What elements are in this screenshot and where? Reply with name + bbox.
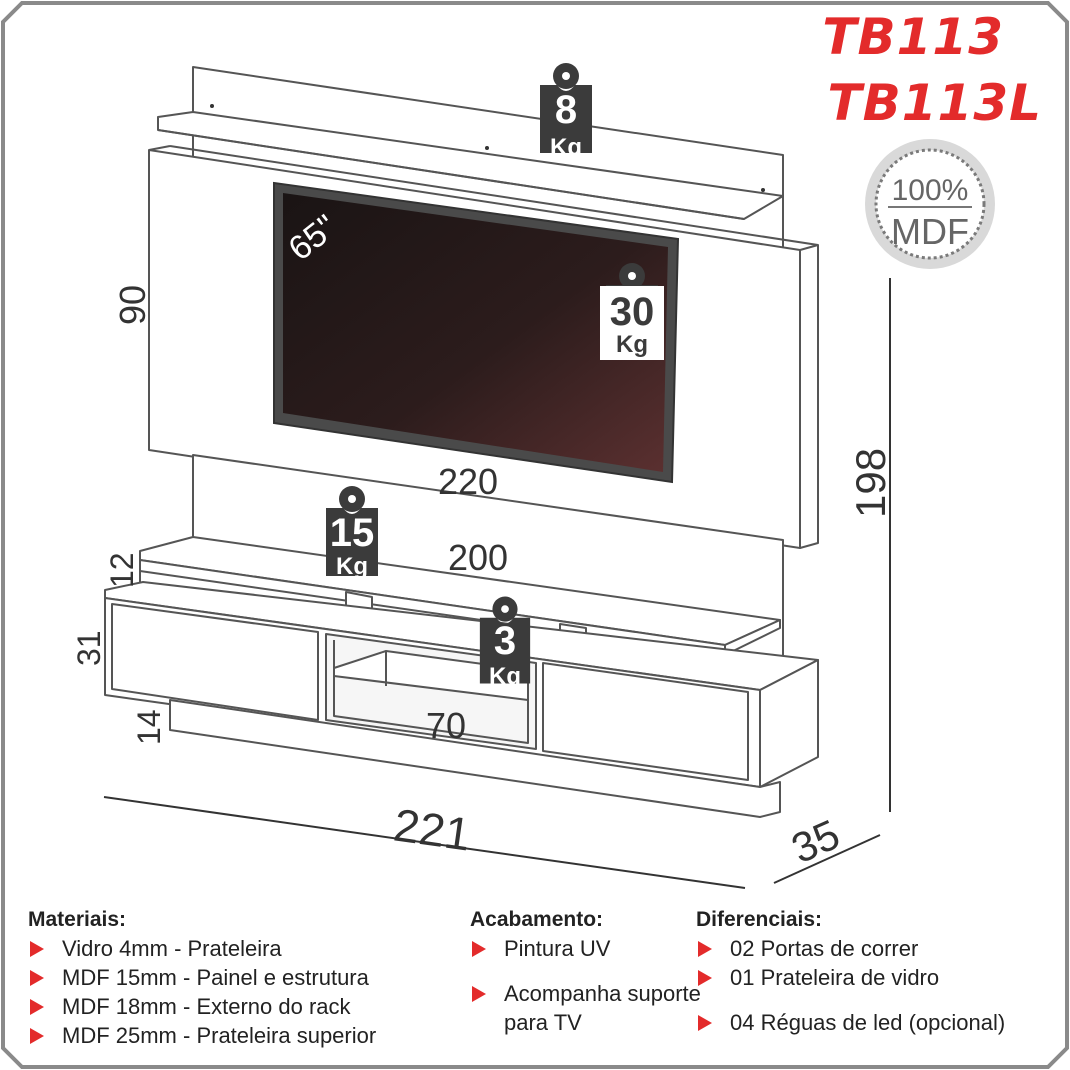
right-door: [542, 662, 749, 781]
mdf-badge: 100% MDF: [865, 139, 995, 269]
weight-top-value: 8: [555, 88, 577, 132]
panel-height-dim: 90: [112, 285, 153, 325]
rack-base: [169, 699, 781, 818]
depth-dim: 35: [785, 810, 847, 872]
weight-tag-top: 8 Kg: [540, 63, 592, 161]
weight-tag-middle: 15 Kg: [326, 486, 378, 580]
weight-glass-value: 3: [494, 619, 516, 663]
total-height-dim: 198: [847, 448, 894, 518]
top-shelf: [157, 111, 784, 220]
weight-tag-glass: 3 Kg: [479, 596, 531, 690]
left-door: [111, 603, 319, 721]
features-title: Diferenciais:: [696, 908, 823, 931]
badge-percent: 100%: [892, 174, 969, 207]
shelf-height-dim: 12: [104, 552, 140, 588]
front-panel-side: [799, 244, 819, 549]
finish-item: Acompanha suporte para TV: [470, 979, 704, 1037]
shelf-width-dim: 200: [448, 537, 508, 578]
features-section: Diferenciais: 02 Portas de correr 01 Pra…: [696, 905, 1005, 1037]
finish-title: Acabamento:: [470, 908, 604, 931]
badge-mdf: MDF: [891, 211, 969, 252]
weight-middle-unit: Kg: [336, 553, 368, 580]
finish-section: Acabamento: Pintura UV Acompanha suporte…: [470, 905, 704, 1037]
material-item: MDF 25mm - Prateleira superior: [28, 1021, 376, 1050]
model-code-2: TB113L: [827, 74, 1042, 132]
glass-shelf: [333, 650, 529, 701]
rack-height-dim: 31: [71, 630, 107, 666]
weight-tv-value: 30: [610, 290, 655, 334]
material-item: MDF 15mm - Painel e estrutura: [28, 963, 376, 992]
material-item: MDF 18mm - Externo do rack: [28, 992, 376, 1021]
rack-side: [759, 659, 819, 788]
model-code-1: TB113: [822, 8, 1004, 66]
niche-width-dim: 70: [426, 705, 466, 746]
panel-width-dim: 220: [438, 461, 498, 502]
weight-tv-unit: Kg: [616, 331, 648, 358]
weight-glass-unit: Kg: [489, 663, 521, 690]
finish-item: Pintura UV: [470, 934, 704, 963]
weight-top-unit: Kg: [550, 134, 582, 161]
material-item: Vidro 4mm - Prateleira: [28, 934, 376, 963]
weight-middle-value: 15: [330, 511, 375, 555]
materials-title: Materiais:: [28, 908, 127, 931]
feature-item: 02 Portas de correr: [696, 934, 1005, 963]
feature-item: 01 Prateleira de vidro: [696, 963, 1005, 992]
weight-tag-tv: 30 Kg: [600, 263, 664, 360]
base-height-dim: 14: [131, 709, 167, 745]
total-width-dim: 221: [391, 798, 474, 860]
feature-item: 04 Réguas de led (opcional): [696, 1008, 1005, 1037]
tv-screen: [283, 193, 668, 472]
materials-section: Materiais: Vidro 4mm - Prateleira MDF 15…: [28, 905, 376, 1050]
